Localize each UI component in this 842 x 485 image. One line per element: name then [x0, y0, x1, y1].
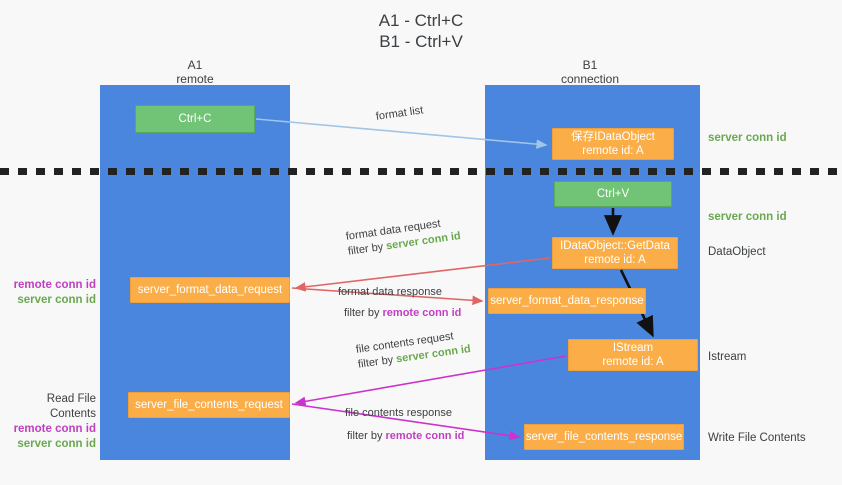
- annotation-read-file-contents: Read File Contents: [46, 393, 96, 420]
- edge-label-format-data-response-text: format data response: [338, 286, 442, 298]
- box-ctrl-c[interactable]: Ctrl+C: [135, 105, 255, 133]
- edge-label-format-data-response: format data response filter by remote co…: [338, 285, 461, 321]
- box-getdata-line1: IDataObject::GetData: [560, 240, 670, 252]
- box-server-file-contents-response[interactable]: server_file_contents_response: [524, 424, 684, 450]
- box-server-file-contents-request-label: server_file_contents_request: [135, 399, 283, 411]
- title-line-1: A1 - Ctrl+C: [378, 11, 464, 30]
- annotation-server-conn-id-top: server conn id: [708, 132, 787, 144]
- edge-label-file-contents-response: file contents response filter by remote …: [345, 406, 464, 444]
- box-getdata-line2: remote id: A: [584, 254, 646, 266]
- filter-prefix: filter by: [357, 353, 398, 371]
- box-ctrl-c-label: Ctrl+C: [178, 113, 212, 125]
- box-server-format-data-response[interactable]: server_format_data_response: [488, 288, 646, 314]
- column-header-b1: B1 connection: [505, 58, 675, 86]
- box-ctrl-v-label: Ctrl+V: [596, 188, 630, 200]
- annotation-remote-conn-id-1: remote conn id: [13, 279, 96, 291]
- box-server-format-data-request-label: server_format_data_request: [137, 284, 283, 296]
- box-istream[interactable]: IStream remote id: A: [568, 339, 698, 371]
- edge-label-file-contents-response-filter: filter by remote conn id: [347, 429, 464, 444]
- edge-label-format-list-text: format list: [375, 104, 425, 123]
- column-header-a1: A1 remote: [120, 58, 270, 86]
- annotation-istream: Istream: [708, 351, 747, 363]
- annotation-server-conn-id-mid: server conn id: [708, 211, 787, 223]
- filter-value-remote-conn-id: remote conn id: [385, 430, 465, 442]
- column-a1-role: remote: [176, 72, 214, 86]
- box-istream-line2: remote id: A: [602, 356, 664, 368]
- annotation-dataobject: DataObject: [708, 246, 766, 258]
- column-b1-name: B1: [582, 58, 598, 72]
- box-store-idataobject-line1: 保存IDataObject: [571, 131, 655, 143]
- box-server-file-contents-request[interactable]: server_file_contents_request: [128, 392, 290, 418]
- edge-label-format-data-request: format data request filter by server con…: [345, 214, 462, 260]
- dashed-divider: [0, 168, 842, 175]
- annotation-server-conn-id-1: server conn id: [17, 294, 96, 306]
- filter-prefix: filter by: [347, 430, 386, 442]
- box-server-format-data-request[interactable]: server_format_data_request: [130, 277, 290, 303]
- annotation-conn-ids-file: Read File Contents remote conn id server…: [8, 392, 96, 452]
- box-istream-line1: IStream: [612, 342, 654, 354]
- filter-prefix: filter by: [347, 240, 388, 258]
- edge-label-file-contents-request: file contents request filter by server c…: [355, 327, 472, 373]
- box-server-file-contents-response-label: server_file_contents_response: [525, 431, 683, 443]
- box-idataobject-getdata[interactable]: IDataObject::GetData remote id: A: [552, 237, 678, 269]
- box-server-format-data-response-label: server_format_data_response: [490, 295, 644, 307]
- annotation-conn-ids-format: remote conn id server conn id: [8, 278, 96, 308]
- column-b1-role: connection: [560, 72, 620, 86]
- filter-prefix: filter by: [344, 307, 383, 319]
- page-title: A1 - Ctrl+C B1 - Ctrl+V: [0, 10, 842, 52]
- column-a1-name: A1: [187, 58, 203, 72]
- edge-label-format-list: format list: [375, 103, 424, 124]
- filter-value-remote-conn-id: remote conn id: [382, 307, 462, 319]
- edge-label-format-data-response-filter: filter by remote conn id: [344, 306, 461, 321]
- title-line-2: B1 - Ctrl+V: [379, 32, 463, 51]
- box-ctrl-v[interactable]: Ctrl+V: [554, 181, 672, 207]
- box-store-idataobject-line2: remote id: A: [582, 145, 644, 157]
- annotation-write-file-contents: Write File Contents: [708, 432, 806, 444]
- edge-label-file-contents-response-text: file contents response: [345, 407, 453, 419]
- box-store-idataobject[interactable]: 保存IDataObject remote id: A: [552, 128, 674, 160]
- annotation-server-conn-id-2: server conn id: [17, 438, 96, 450]
- annotation-remote-conn-id-2: remote conn id: [13, 423, 96, 435]
